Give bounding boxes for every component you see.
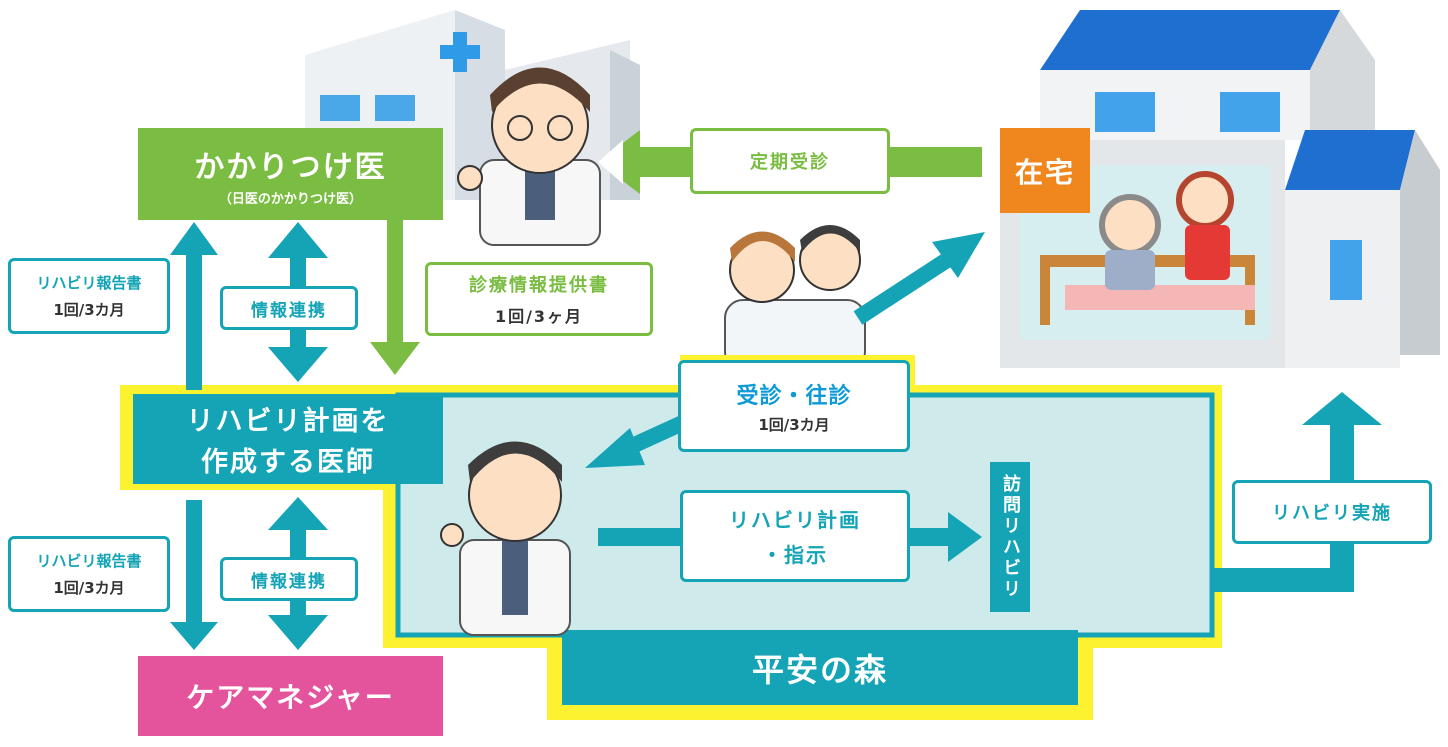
- medical-info-label: 診療情報提供書 1回/3ヶ月: [425, 262, 653, 336]
- regular-visit-text: 定期受診: [750, 152, 830, 173]
- facility-label: 平安の森: [751, 650, 888, 689]
- family-doctor-node: かかりつけ医 （日医のかかりつけ医）: [138, 128, 443, 220]
- home-label: 在宅: [1014, 155, 1075, 189]
- doctor-icon: [440, 441, 571, 636]
- rehab-plan-line2: ・指示: [762, 543, 828, 567]
- visit-rehab-node: 訪問リハビリ: [990, 462, 1030, 612]
- rehab-report-top-title: リハビリ報告書: [36, 274, 142, 292]
- planning-doctor-line1: リハビリ計画を: [186, 406, 390, 437]
- home-node: 在宅: [1000, 128, 1090, 213]
- medical-info-freq: 1回/3ヶ月: [494, 307, 584, 326]
- rehab-plan-label: リハビリ計画 ・指示: [680, 490, 910, 582]
- rehab-report-bottom-arrow: [170, 500, 218, 650]
- info-link-top-text: 情報連携: [251, 300, 327, 321]
- rehab-execution-label: リハビリ実施: [1232, 480, 1432, 544]
- consultation-title: 受診・往診: [736, 383, 852, 409]
- rehab-plan-arrow: [598, 512, 982, 562]
- rehab-report-top-label: リハビリ報告書 1回/3カ月: [8, 258, 170, 334]
- info-link-bottom-text: 情報連携: [251, 571, 327, 592]
- rehab-execution-text: リハビリ実施: [1272, 503, 1392, 524]
- rehab-report-top-freq: 1回/3カ月: [53, 301, 125, 319]
- medical-info-title: 診療情報提供書: [469, 275, 609, 296]
- planning-doctor-node: リハビリ計画を 作成する医師: [133, 394, 443, 484]
- staff-van-icon: [724, 225, 866, 371]
- rehab-plan-line1: リハビリ計画: [729, 508, 861, 532]
- consultation-freq: 1回/3カ月: [758, 415, 830, 434]
- consultation-label: 受診・往診 1回/3カ月: [678, 360, 910, 452]
- care-manager-label: ケアマネジャー: [186, 681, 395, 714]
- regular-visit-label: 定期受診: [690, 128, 890, 194]
- rehab-report-bottom-freq: 1回/3カ月: [53, 579, 125, 597]
- medical-info-arrow: [370, 220, 420, 375]
- planning-doctor-line2: 作成する医師: [201, 447, 375, 478]
- home-link-arrow: [853, 232, 985, 325]
- family-doctor-title: かかりつけ医: [194, 149, 387, 185]
- info-link-top-label: 情報連携: [220, 286, 358, 330]
- family-doctor-subtitle: （日医のかかりつけ医）: [218, 191, 363, 207]
- rehab-report-bottom-title: リハビリ報告書: [36, 552, 142, 570]
- visit-rehab-label: 訪問リハビリ: [1000, 474, 1021, 600]
- rehab-report-bottom-label: リハビリ報告書 1回/3カ月: [8, 536, 170, 612]
- facility-node: 平安の森: [562, 630, 1078, 705]
- info-link-bottom-label: 情報連携: [220, 557, 358, 601]
- care-manager-node: ケアマネジャー: [138, 656, 443, 736]
- rehab-report-top-arrow: [170, 222, 218, 390]
- doctor-icon: [457, 67, 601, 246]
